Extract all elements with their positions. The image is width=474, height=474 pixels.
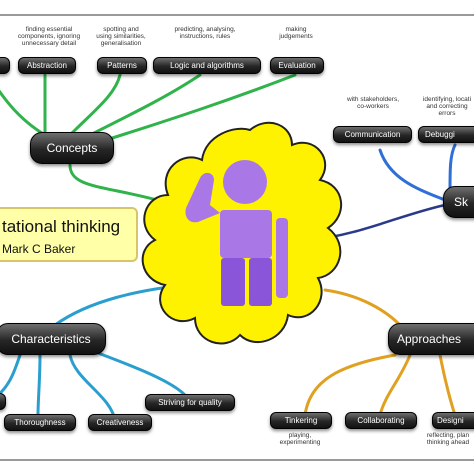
skills-note-debugging: identifying, locati and correcting error…: [422, 96, 472, 117]
approaches-to-center-line: [323, 288, 402, 327]
frame-bottom-border: [0, 459, 474, 461]
approaches-line-1: [303, 353, 397, 417]
characteristics-line-2: [36, 353, 42, 417]
characteristics-node[interactable]: Characteristics: [0, 323, 106, 355]
skills-node[interactable]: Sk: [443, 186, 474, 218]
concepts-child-abstraction[interactable]: Abstraction: [18, 57, 76, 74]
characteristics-line-4: [88, 348, 187, 397]
skills-child-debugging[interactable]: Debuggi: [418, 126, 474, 143]
concepts-line-3: [68, 73, 122, 137]
approaches-note-designing: reflecting, plan thinking ahead: [426, 432, 470, 446]
characteristics-line-1: [0, 353, 22, 396]
approaches-child-collaborating[interactable]: Collaborating: [345, 412, 417, 429]
concepts-child-evaluation[interactable]: Evaluation: [270, 57, 324, 74]
concepts-note-abstraction: finding essential components, ignoring u…: [17, 26, 81, 47]
approaches-line-3: [438, 353, 457, 417]
characteristics-line-3: [68, 353, 117, 422]
concepts-note-evaluation: making judgements: [279, 26, 313, 40]
skills-note-communication: with stakeholders, co-workers: [346, 96, 400, 110]
characteristics-child-creativeness[interactable]: Creativeness: [88, 414, 152, 431]
title-box: tational thinking Mark C Baker: [0, 207, 138, 262]
concepts-child-0[interactable]: [0, 57, 10, 74]
mind-map-author: Mark C Baker: [2, 242, 76, 256]
concepts-child-logic[interactable]: Logic and algorithms: [153, 57, 261, 74]
approaches-note-tinkering: playing, experimenting: [279, 432, 321, 446]
concepts-line-4: [78, 73, 202, 142]
concepts-line-5: [88, 73, 297, 147]
concepts-child-patterns[interactable]: Patterns: [97, 57, 147, 74]
approaches-node[interactable]: Approaches: [388, 323, 474, 355]
approaches-line-2: [378, 353, 412, 417]
approaches-child-tinkering[interactable]: Tinkering: [270, 412, 332, 429]
mind-map-title: tational thinking: [2, 217, 121, 236]
skills-line-2: [448, 143, 457, 192]
concepts-note-logic: predicting, analysing, instructions, rul…: [174, 26, 236, 40]
approaches-child-designing[interactable]: Designi: [432, 412, 474, 429]
skills-child-communication[interactable]: Communication: [333, 126, 412, 143]
characteristics-child-striving[interactable]: Striving for quality: [145, 394, 235, 411]
concepts-note-patterns: spotting and using similarities, general…: [96, 26, 146, 47]
skills-line-1: [378, 148, 447, 202]
concepts-line-1: [0, 89, 47, 137]
thinking-person-icon: [185, 160, 288, 306]
frame-top-border: [0, 14, 474, 16]
concepts-node[interactable]: Concepts: [30, 132, 114, 164]
characteristics-child-thoroughness[interactable]: Thoroughness: [4, 414, 76, 431]
